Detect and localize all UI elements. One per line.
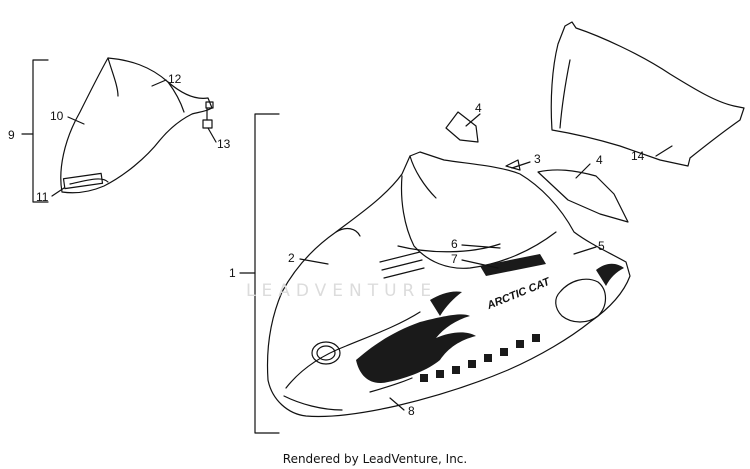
watermark: LEADVENTURE — [246, 281, 438, 301]
callout-14[interactable]: 14 — [631, 149, 645, 163]
part-10-panel — [60, 57, 213, 194]
leader-6 — [461, 244, 501, 249]
leader-5 — [573, 246, 597, 255]
callout-1[interactable]: 1 — [229, 266, 236, 280]
footer-credit: Rendered by LeadVenture, Inc. — [282, 452, 468, 466]
callout-10[interactable]: 10 — [50, 109, 64, 123]
grill-decal — [379, 251, 546, 279]
flame-decal — [356, 291, 476, 384]
part-5-skull-decal — [555, 263, 624, 323]
badge-text: ARCTIC CAT — [485, 275, 553, 312]
callout-11[interactable]: 11 — [36, 190, 49, 204]
leader-8 — [389, 397, 405, 411]
callout-7[interactable]: 7 — [451, 252, 458, 266]
callout-4-upper[interactable]: 4 — [475, 101, 482, 115]
leader-4b — [575, 163, 591, 179]
callout-8[interactable]: 8 — [408, 404, 415, 418]
leader-12 — [151, 79, 167, 87]
callout-9[interactable]: 9 — [8, 128, 15, 142]
leader-13 — [207, 127, 217, 143]
callout-6[interactable]: 6 — [451, 237, 458, 251]
leader-11 — [51, 187, 65, 197]
callout-4-side[interactable]: 4 — [596, 153, 603, 167]
part-3-small — [505, 159, 521, 171]
leader-2 — [299, 258, 329, 265]
leader-3 — [511, 161, 531, 169]
callout-3[interactable]: 3 — [534, 152, 541, 166]
leader-4a — [465, 113, 481, 127]
part-14-windshield — [550, 21, 745, 167]
bracket-1 — [254, 113, 280, 434]
leader-14 — [655, 145, 673, 157]
callout-13[interactable]: 13 — [217, 137, 231, 151]
callout-2[interactable]: 2 — [288, 251, 295, 265]
dice-band — [420, 334, 540, 382]
callout-5[interactable]: 5 — [598, 239, 605, 253]
leader-7 — [461, 259, 499, 269]
callout-12[interactable]: 12 — [168, 72, 182, 86]
part-4-upper — [445, 111, 479, 143]
bracket-9 — [32, 59, 49, 203]
leader-10 — [67, 116, 85, 125]
part-4-side-panel — [537, 169, 629, 223]
